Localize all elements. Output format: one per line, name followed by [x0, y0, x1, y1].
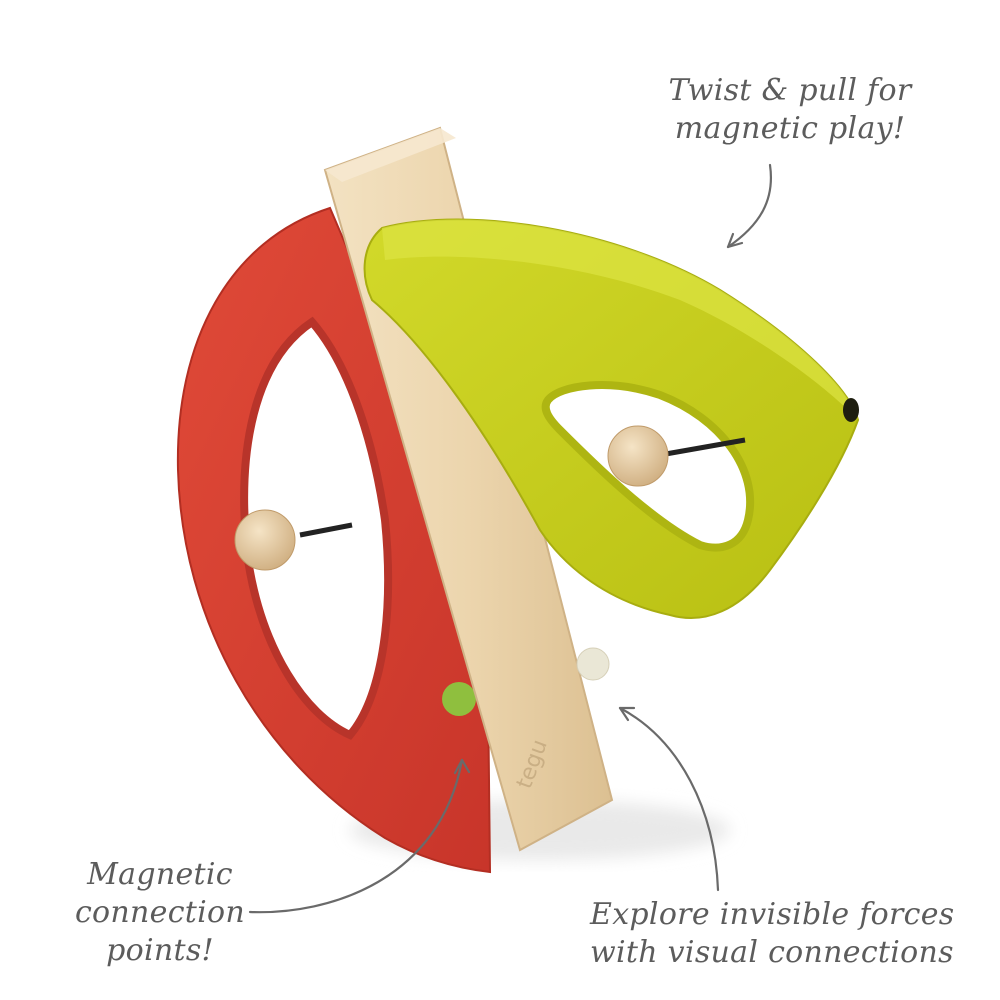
- magnetic-points-caption: Magnetic connection points!: [60, 856, 260, 970]
- explore-caption-line-1: Explore invisible forces: [590, 897, 955, 932]
- magnetic-caption-line-3: points!: [106, 933, 214, 968]
- red-bead-cord: [299, 522, 353, 538]
- green-magnet-dot: [442, 682, 476, 716]
- yellow-bead-cord: [659, 437, 746, 458]
- red-piece: [176, 206, 492, 874]
- yellow-bead: [607, 425, 669, 487]
- twist-caption-line-2: magnetic play!: [674, 111, 906, 146]
- red-piece-opening: [240, 316, 393, 740]
- yellow-piece-hole: [843, 398, 859, 422]
- red-bead: [234, 509, 296, 571]
- magnetic-caption-line-1: Magnetic: [87, 857, 233, 892]
- twist-pull-caption: Twist & pull for magnetic play!: [640, 72, 940, 148]
- white-magnet-dot: [576, 647, 610, 681]
- magnetic-caption-line-2: connection: [74, 895, 246, 930]
- explore-caption-line-2: with visual connections: [590, 935, 954, 970]
- twist-caption-line-1: Twist & pull for: [668, 73, 912, 108]
- explore-forces-caption: Explore invisible forces with visual con…: [590, 896, 955, 972]
